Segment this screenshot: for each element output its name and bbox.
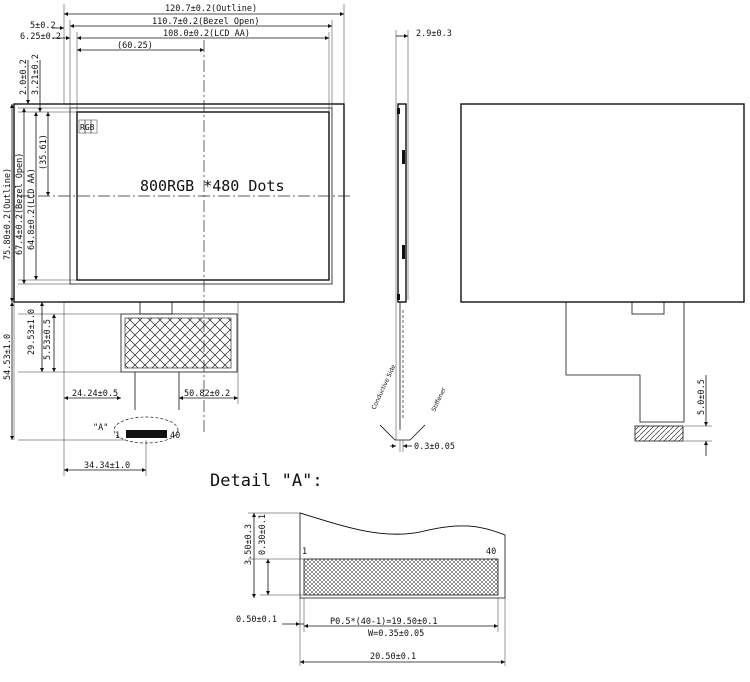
stiffener-area: [634, 425, 684, 442]
dim-stiffener: 5.0±0.5: [697, 379, 707, 415]
side-tab-2: [402, 245, 405, 259]
back-fpc-outline: [565, 302, 685, 423]
pin-first: 1: [115, 431, 120, 441]
detail-title: Detail "A":: [210, 471, 323, 491]
detail-dim-total: 20.50±0.1: [370, 652, 416, 662]
back-view: 5.0±0.5: [460, 103, 745, 456]
detail-pad-array: [303, 558, 499, 596]
detail-a-view: Detail "A": 1 40 3.50±0.3 0.30±0.1 0.50±…: [210, 471, 506, 666]
dim-bezel-height: 67.4±0.2(Bezel Open): [15, 153, 25, 255]
detail-pin-last: 40: [486, 547, 496, 557]
dim-center: (60.25): [117, 41, 153, 51]
detail-dim-350: 3.50±0.3: [244, 524, 254, 565]
conductive-side-label: Conductive Side: [370, 363, 397, 410]
dim-top-2: 2.0±0.2: [19, 59, 29, 95]
dim-fpc-left: 24.24±0.5: [72, 389, 118, 399]
detail-a-marker: "A": [93, 423, 108, 433]
detail-dim-w: W=0.35±0.05: [368, 629, 424, 639]
dim-outline-height: 75.80±0.2(Outline): [3, 168, 13, 260]
side-tab-1: [402, 150, 405, 164]
rgb-label: RGB: [80, 123, 95, 132]
fpc-connector-pads: [126, 430, 167, 438]
dim-fpc-29: 29.53±1.0: [27, 309, 37, 355]
fpc-tail: [134, 372, 180, 410]
detail-pin-first: 1: [302, 547, 307, 557]
dim-fpc-right: 50.82±0.2: [184, 389, 230, 399]
module-outline: [13, 103, 345, 303]
fpc-hatched-area: [124, 317, 232, 369]
detail-dim-030: 0.30±0.1: [258, 514, 268, 555]
stiffener-label: Stiffener: [430, 386, 447, 413]
dim-fpc-center: 34.34±1.0: [84, 461, 130, 471]
resolution-label: 800RGB *480 Dots: [140, 177, 285, 195]
dim-top-321: 3.21±0.2: [31, 54, 41, 95]
detail-dim-pitch: P0.5*(40-1)=19.50±0.1: [330, 617, 437, 627]
dim-aa-height: 64.8±0.2(LCD AA): [27, 168, 37, 250]
dim-fpc-total: 54.53±1.0: [3, 334, 13, 380]
dim-aa-width: 108.0±0.2(LCD AA): [163, 29, 250, 39]
back-fpc-neck: [631, 301, 665, 315]
dim-outline-width: 120.7±0.2(Outline): [165, 4, 257, 14]
fpc-neck: [139, 301, 173, 315]
dim-left-5: 5±0.2: [30, 21, 56, 31]
dim-left-625: 6.25±0.2: [20, 32, 61, 42]
dim-bezel-width: 110.7±0.2(Bezel Open): [152, 17, 259, 27]
front-view: RGB 800RGB *480 Dots 120.7±0.2(Outline) …: [3, 4, 352, 476]
dim-fpc-thickness: 0.3±0.05: [414, 442, 455, 452]
side-panel: [397, 103, 407, 303]
back-outline: [460, 103, 745, 303]
pin-last: 40: [170, 431, 180, 441]
subpixel-b: [90, 119, 98, 134]
side-view: 2.9±0.3 Conductive Side Stiffener 0.3±0.…: [370, 29, 455, 452]
detail-dim-050: 0.50±0.1: [236, 615, 277, 625]
dim-thickness: 2.9±0.3: [416, 29, 452, 39]
dim-fpc-5: 5.53±0.5: [43, 319, 53, 360]
dim-mid-height: (35.61): [39, 134, 49, 170]
